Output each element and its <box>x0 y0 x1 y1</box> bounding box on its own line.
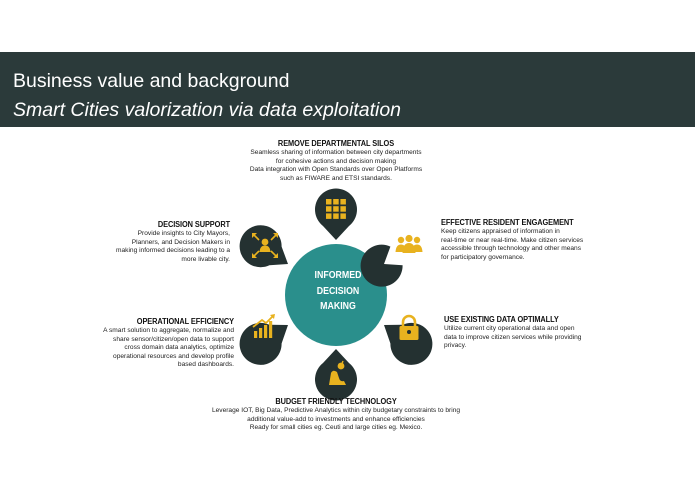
section-description: Provide insights to City Mayors, Planner… <box>116 230 230 263</box>
grid-icon <box>326 199 346 219</box>
section-decision-support: DECISION SUPPORT Provide insights to Cit… <box>50 219 230 264</box>
section-operational-efficiency: OPERATIONAL EFFICIENCY A smart solution … <box>44 316 234 370</box>
section-title: DECISION SUPPORT <box>157 219 230 229</box>
section-title: OPERATIONAL EFFICIENCY <box>136 316 234 326</box>
pin-top-left <box>239 225 288 268</box>
pin-bottom-right <box>384 314 433 365</box>
slide-title: Business value and background <box>13 70 290 92</box>
people-icon <box>395 234 423 253</box>
header-band <box>0 52 695 127</box>
section-existing-data: USE EXISTING DATA OPTIMALLY Utilize curr… <box>444 314 644 351</box>
section-description: Leverage IOT, Big Data, Predictive Analy… <box>211 407 461 432</box>
section-title: USE EXISTING DATA OPTIMALLY <box>444 314 559 324</box>
section-title: BUDGET FRIENDLY TECHNOLOGY <box>275 396 397 406</box>
section-resident-engagement: EFFECTIVE RESIDENT ENGAGEMENT Keep citiz… <box>441 217 641 262</box>
slide-subtitle: Smart Cities valorization via data explo… <box>13 99 402 121</box>
section-description: Keep citizens appraised of information i… <box>441 228 584 261</box>
pin-top <box>315 188 357 240</box>
section-title: REMOVE DEPARTMENTAL SILOS <box>277 138 395 148</box>
section-description: A smart solution to aggregate, normalize… <box>103 327 234 369</box>
pin-top-right <box>360 234 423 287</box>
pin-bottom-left <box>239 314 288 365</box>
section-title: EFFECTIVE RESIDENT ENGAGEMENT <box>441 217 574 227</box>
pin-bottom <box>315 349 358 401</box>
hand-coin-icon <box>329 360 346 385</box>
lock-icon <box>399 314 419 340</box>
section-description: Seamless sharing of information between … <box>249 149 423 182</box>
section-remove-silos: REMOVE DEPARTMENTAL SILOS Seamless shari… <box>196 138 476 183</box>
section-description: Utilize current city operational data an… <box>444 325 582 350</box>
hub-label: INFORMED DECISION MAKING <box>314 270 362 312</box>
growth-chart-icon <box>252 314 275 338</box>
section-budget-friendly: BUDGET FRIENDLY TECHNOLOGY Leverage IOT,… <box>176 396 496 433</box>
arrows-people-icon <box>252 233 278 258</box>
